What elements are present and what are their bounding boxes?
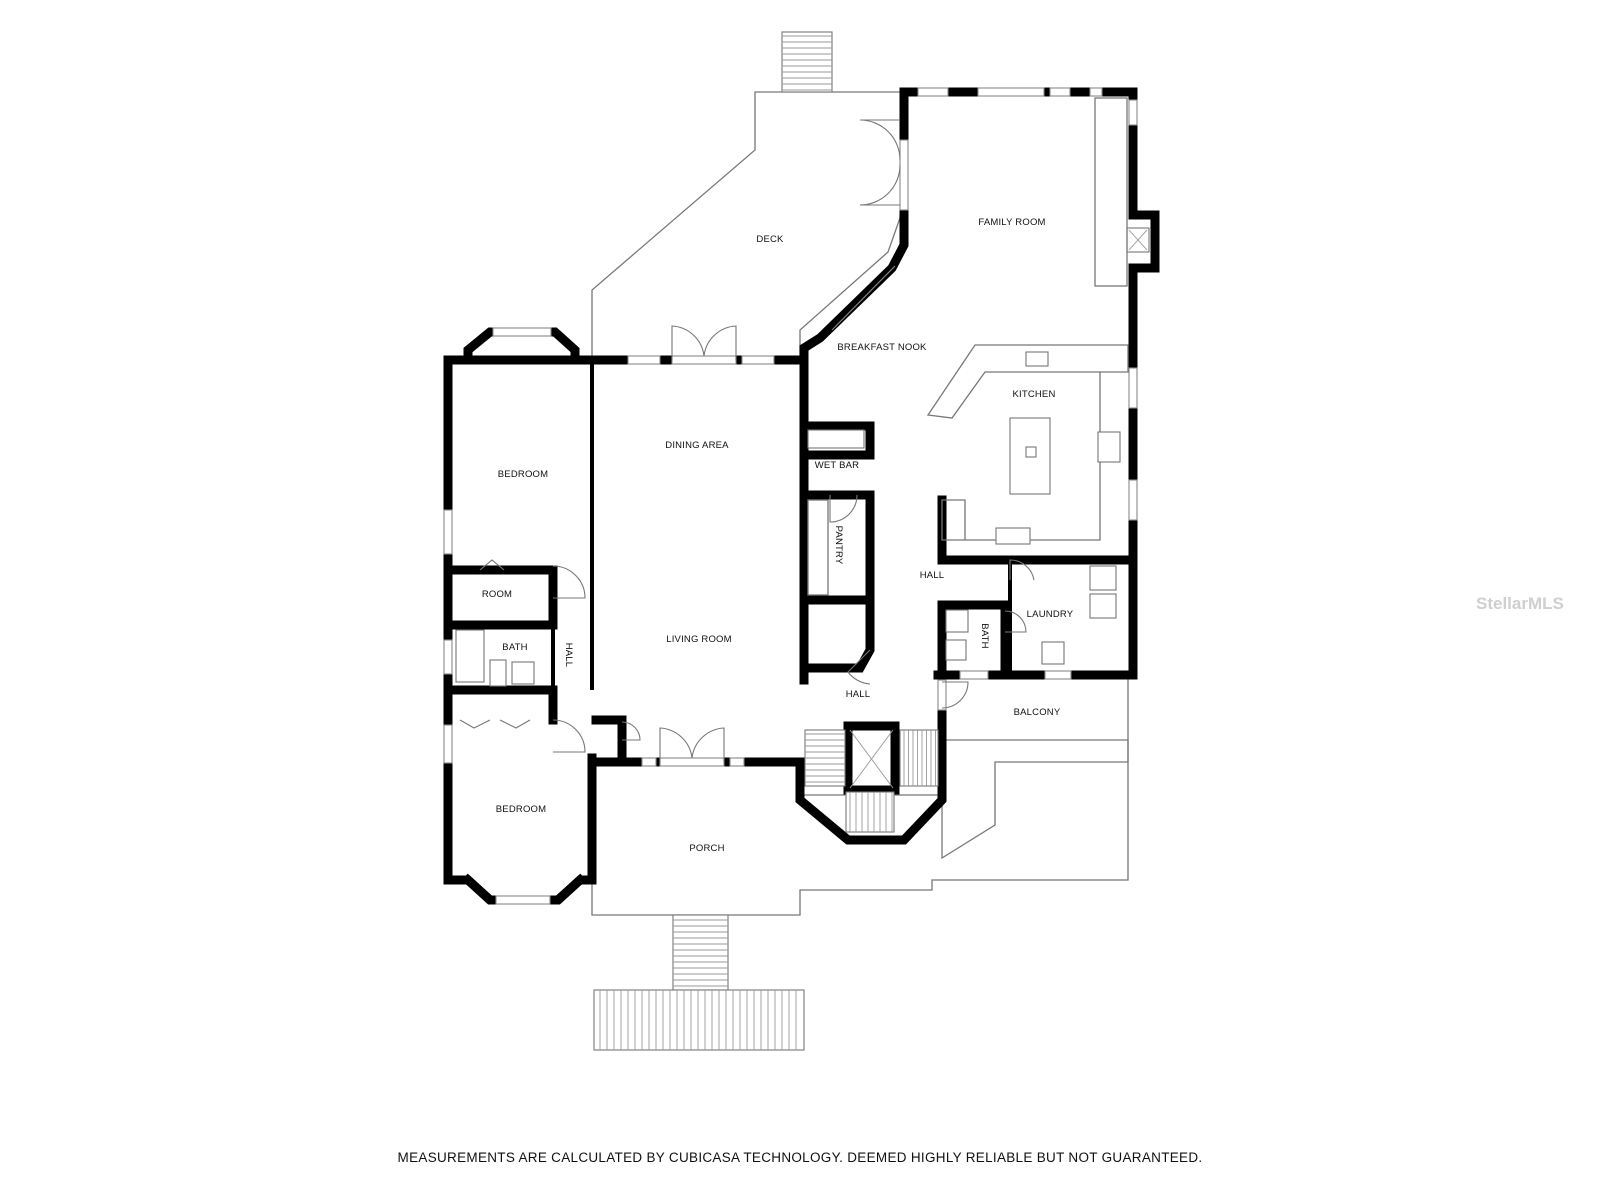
deck-outline (591, 91, 903, 361)
label-breakfast-nook: BREAKFAST NOOK (837, 342, 927, 353)
kitchen-island (1009, 417, 1051, 495)
kitchen-sink-icon (1025, 351, 1049, 367)
label-wet-bar: WET BAR (815, 460, 860, 471)
label-living-room: LIVING ROOM (666, 634, 732, 645)
toilet-icon (489, 659, 507, 687)
kitchen-counter (926, 344, 1129, 541)
disclaimer-text: MEASUREMENTS ARE CALCULATED BY CUBICASA … (397, 1150, 1203, 1165)
label-laundry: LAUNDRY (1027, 609, 1074, 620)
bath-right-toilet-icon (945, 639, 967, 661)
windows (443, 87, 1138, 905)
label-balcony: BALCONY (1014, 707, 1061, 718)
stove-icon (1097, 431, 1121, 463)
pantry-shelf (807, 499, 829, 596)
bath-sink-icon (511, 661, 535, 685)
family-room-builtin (1094, 97, 1128, 287)
porch-outline (591, 739, 1129, 916)
doors (459, 119, 1035, 762)
bathtub-icon (455, 629, 485, 683)
label-pantry: PANTRY (833, 526, 844, 565)
bath-right-sink-icon (945, 609, 969, 633)
deck-stairs (781, 31, 833, 93)
label-bedroom-top: BEDROOM (498, 469, 549, 480)
label-room-small: ROOM (482, 589, 512, 600)
label-bath-left: BATH (502, 642, 527, 653)
room-labels: DECK FAMILY ROOM BREAKFAST NOOK KITCHEN … (482, 217, 1074, 854)
label-dining-area: DINING AREA (665, 440, 729, 451)
label-family-room: FAMILY ROOM (978, 217, 1045, 228)
dryer-icon (1089, 593, 1117, 619)
watermark: StellarMLS (1476, 594, 1564, 613)
label-kitchen: KITCHEN (1012, 389, 1055, 400)
walls (443, 87, 1160, 905)
washer-icon (1089, 565, 1117, 591)
label-bedroom-bottom: BEDROOM (496, 804, 547, 815)
front-stairs (593, 914, 805, 1051)
laundry-sink-icon (1041, 641, 1065, 665)
label-hall-right: HALL (920, 570, 945, 581)
label-deck: DECK (756, 234, 784, 245)
balcony-outline (941, 674, 1129, 860)
label-porch: PORCH (689, 843, 724, 854)
island-sink-icon (1025, 446, 1037, 458)
label-bath-right: BATH (979, 623, 990, 648)
interior-stairs (804, 729, 939, 833)
label-hall-center: HALL (846, 689, 871, 700)
wet-bar-counter (807, 429, 865, 449)
label-hall-left: HALL (563, 643, 574, 668)
fridge-icon (995, 527, 1031, 545)
